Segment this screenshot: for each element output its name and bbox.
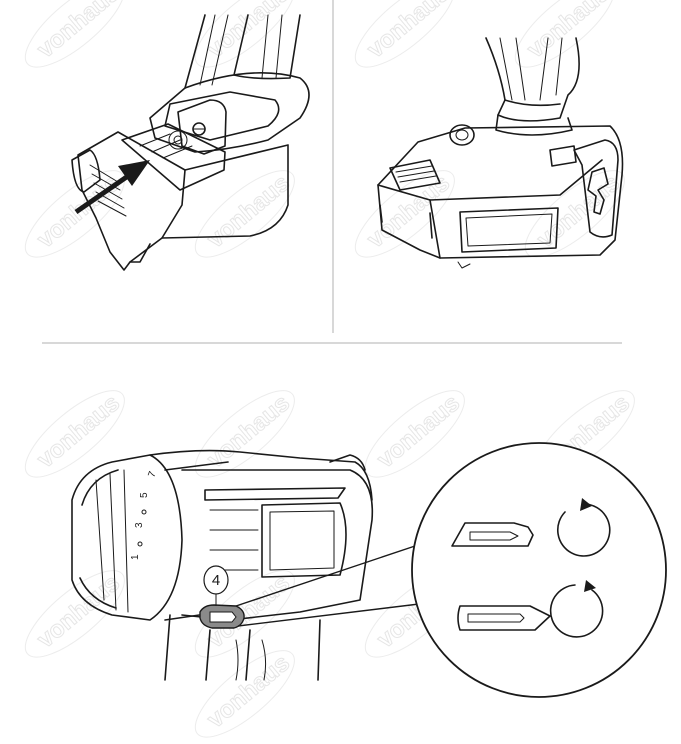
arrow-icon — [118, 160, 150, 186]
magnifier-circle — [411, 442, 667, 698]
reverse-position — [457, 580, 604, 638]
battery-insertion-illustration — [71, 14, 310, 271]
drill-direction-illustration: 1 3 5 7 4 — [71, 442, 667, 698]
torque-scale-7: 7 — [146, 470, 158, 479]
watermark-text: vonhaus — [202, 0, 295, 64]
torque-scale-5: 5 — [139, 492, 150, 498]
torque-scale-3: 3 — [134, 522, 145, 528]
clockwise-arrow-icon — [557, 503, 611, 557]
insert-direction-arrow — [74, 173, 130, 215]
forward-position — [451, 498, 611, 557]
watermark-text: vonhaus — [362, 0, 455, 64]
counterclockwise-arrow-icon — [549, 584, 604, 638]
watermark-text: vonhaus — [32, 0, 125, 64]
watermark-text: vonhaus — [522, 0, 615, 64]
battery-installed-illustration — [377, 37, 624, 269]
callout-number: 4 — [212, 572, 220, 589]
torque-scale-1: 1 — [130, 554, 141, 560]
